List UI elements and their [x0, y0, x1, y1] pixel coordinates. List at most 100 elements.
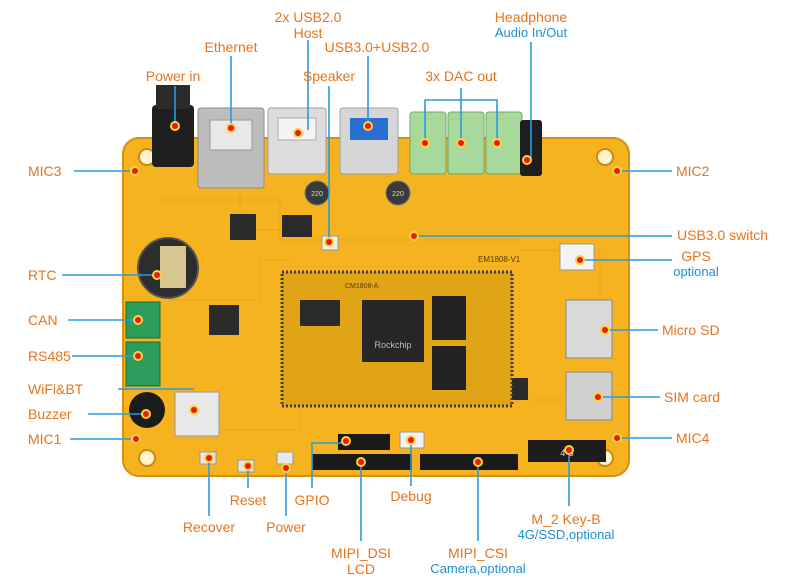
gpio-header — [338, 434, 390, 450]
power-jack — [152, 105, 194, 167]
power-marker — [281, 463, 291, 473]
dac-out-leader — [424, 88, 462, 143]
usb3-switch-label: USB3.0 switch — [677, 227, 769, 243]
gps-line1: GPS — [681, 248, 711, 264]
power-in-label: Power in — [145, 68, 201, 84]
leader-lines — [62, 40, 672, 541]
capacitor-label: 220 — [392, 191, 404, 198]
ethernet-marker — [226, 123, 236, 133]
dac-right-marker — [492, 138, 502, 148]
usb2-host-line1: 2x USB2.0 — [274, 9, 342, 25]
reset-label: Reset — [229, 492, 267, 508]
buzzer-marker — [141, 409, 151, 419]
sim-card-marker — [593, 392, 603, 402]
ram-chip — [432, 296, 466, 340]
rs485-marker — [133, 351, 143, 361]
gpio-label: GPIO — [294, 492, 330, 508]
speaker-label: Speaker — [302, 68, 356, 84]
capacitor-label: 220 — [311, 191, 323, 198]
recover-label: Recover — [182, 519, 236, 535]
mount-hole — [596, 148, 614, 166]
rs485-terminal — [125, 341, 161, 387]
mic3-marker — [130, 166, 140, 176]
ic-chip — [230, 214, 256, 240]
mic4-label: MIC4 — [676, 430, 710, 446]
usb3-usb2-marker — [363, 121, 373, 131]
power-button — [276, 451, 294, 465]
soc-brand-text: Rockchip — [374, 340, 411, 350]
usb2-host-line2: Host — [293, 25, 323, 41]
headphone-line1: Headphone — [494, 9, 568, 25]
debug-label: Debug — [390, 488, 432, 504]
capacitor — [385, 180, 411, 206]
callout-markers — [130, 121, 622, 473]
rtc-marker — [152, 270, 162, 280]
mount-hole — [138, 449, 156, 467]
gps-label: GPS optional — [673, 248, 719, 280]
usb3-jack — [339, 107, 399, 175]
rtc-label: RTC — [28, 267, 57, 283]
micro-sd-label: Micro SD — [662, 322, 720, 338]
mipi-dsi-marker — [356, 457, 366, 467]
mipi-csi-line2: Camera,optional — [430, 561, 526, 576]
debug-marker — [406, 435, 416, 445]
usb3-usb2-label: USB3.0+USB2.0 — [324, 39, 430, 55]
m2-label: M_2 Key-B 4G/SSD,optional — [518, 511, 615, 543]
power-jack-top — [156, 85, 190, 109]
m2-marker — [564, 445, 574, 455]
ic-chip — [282, 215, 312, 237]
mic2-label: MIC2 — [676, 163, 710, 179]
power-in-marker — [170, 121, 180, 131]
usb2-host-marker — [293, 128, 303, 138]
gpio-leader — [311, 442, 346, 488]
dac-left-marker — [420, 138, 430, 148]
mipi-csi-label: MIPI_CSI Camera,optional — [430, 545, 525, 577]
ethernet-label: Ethernet — [204, 39, 258, 55]
dac-out-right-leader — [461, 99, 498, 143]
wifi-bt-label: WiFi&BT — [28, 381, 84, 397]
sim-card-slot — [565, 371, 613, 421]
can-marker — [133, 315, 143, 325]
usb3-switch-marker — [409, 231, 419, 241]
rtc-battery-clip — [160, 246, 186, 288]
m2-line2: 4G/SSD,optional — [517, 527, 615, 542]
dac-mid-marker — [456, 138, 466, 148]
m2-line1: M_2 Key-B — [531, 511, 601, 527]
mipi-dsi-line1: MIPI_DSI — [331, 545, 391, 561]
ic-chip — [209, 305, 239, 335]
gpio-marker — [341, 436, 351, 446]
mic1-marker — [131, 434, 141, 444]
board-name-text: EM1808-V1 — [478, 255, 521, 264]
can-label: CAN — [28, 312, 58, 328]
reset-marker — [243, 461, 253, 471]
dac-out-label: 3x DAC out — [425, 68, 497, 84]
mipi-csi-header — [420, 454, 518, 470]
speaker-marker — [324, 237, 334, 247]
gps-line2: optional — [673, 264, 719, 279]
ram-chip — [432, 346, 466, 390]
mic3-label: MIC3 — [28, 163, 62, 179]
mipi-dsi-label: MIPI_DSI LCD — [331, 545, 391, 577]
soc-chip — [362, 300, 424, 362]
headphone-marker — [522, 155, 532, 165]
wifi-bt-marker — [189, 405, 199, 415]
sim-card-label: SIM card — [664, 389, 721, 405]
mipi-csi-marker — [473, 457, 483, 467]
buzzer-label: Buzzer — [28, 406, 72, 422]
gps-marker — [575, 255, 585, 265]
dac-jack — [485, 111, 523, 175]
micro-sd-marker — [600, 325, 610, 335]
rs485-label: RS485 — [28, 348, 71, 364]
mic2-marker — [612, 166, 622, 176]
usb2-host-label: 2x USB2.0 Host — [275, 9, 342, 41]
mipi-csi-line1: MIPI_CSI — [448, 545, 508, 561]
headphone-label: Headphone Audio In/Out — [495, 9, 567, 41]
recover-marker — [204, 453, 214, 463]
som-name-text: CM1808-A — [345, 283, 379, 290]
mic4-marker — [612, 433, 622, 443]
mic1-label: MIC1 — [28, 431, 62, 447]
emmc-chip — [300, 300, 340, 326]
mipi-dsi-line2: LCD — [346, 561, 375, 577]
